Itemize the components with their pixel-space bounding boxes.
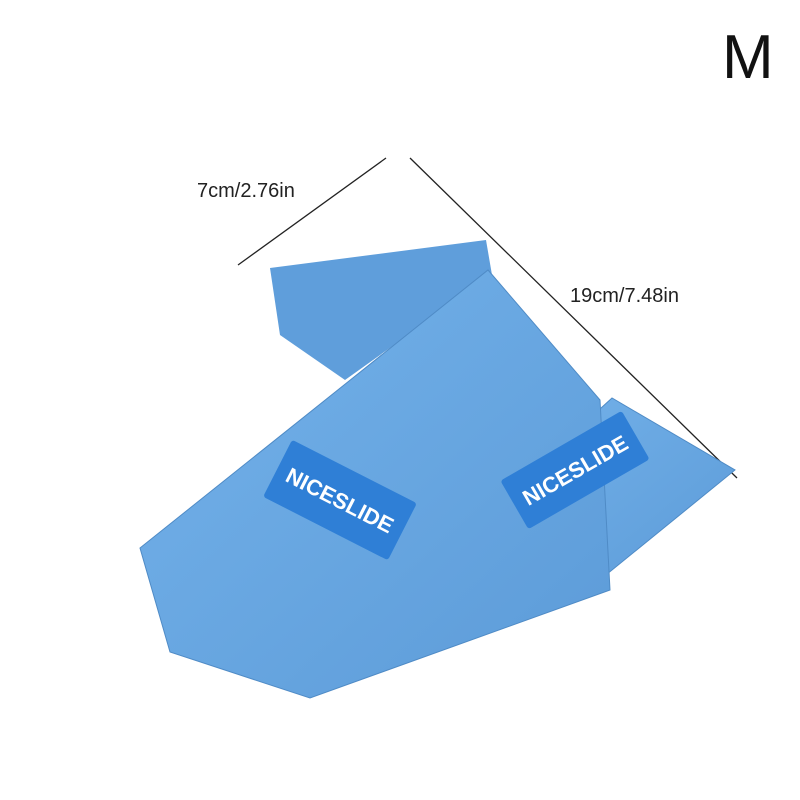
length-dimension-label: 19cm/7.48in [570,285,679,307]
back-band-loop [270,240,492,380]
width-dimension-label: 7cm/2.76in [197,180,295,202]
width-arrow [237,157,387,266]
size-label: M [722,23,774,92]
length-arrow [409,157,738,479]
